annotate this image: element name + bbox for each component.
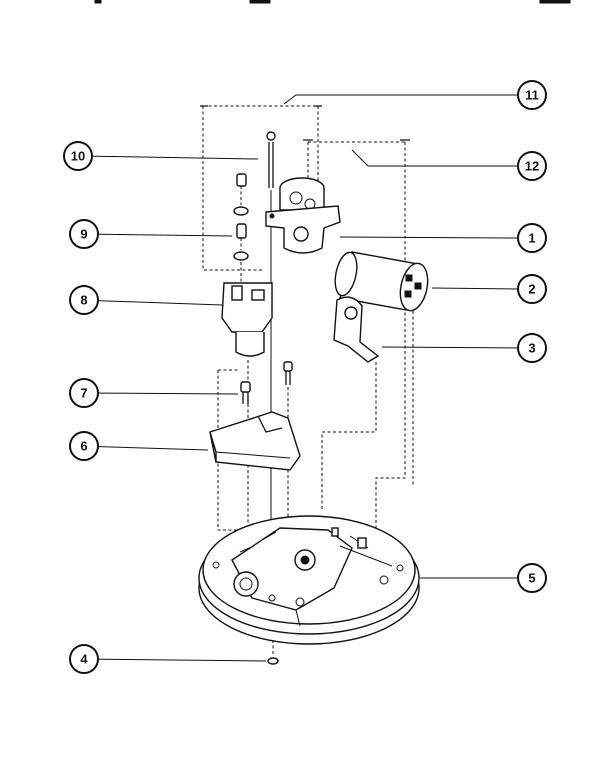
callout-label: 11 (525, 88, 539, 103)
callout-circle (69, 644, 99, 674)
callout-label: 5 (528, 571, 535, 586)
callout-12: 12 (517, 151, 547, 181)
callout-4: 4 (69, 644, 99, 674)
leader-lines (79, 94, 519, 662)
top-edge-marks (94, 0, 571, 4)
callout-circle (517, 563, 547, 593)
callout-circle (63, 141, 93, 171)
callout-circle (69, 378, 99, 408)
callout-label: 1 (528, 231, 535, 246)
callout-2: 2 (517, 274, 547, 304)
callout-label: 10 (71, 149, 85, 164)
callout-7: 7 (69, 378, 99, 408)
callout-circle (517, 333, 547, 363)
callout-9: 9 (69, 219, 99, 249)
callout-1: 1 (517, 223, 547, 253)
callout-circle (69, 285, 99, 315)
callout-label: 2 (528, 282, 535, 297)
cover-6 (209, 411, 301, 471)
callout-label: 3 (528, 341, 535, 356)
relay-switch-8 (221, 262, 273, 530)
callout-label: 4 (80, 652, 88, 667)
callout-circle (517, 223, 547, 253)
callout-8: 8 (69, 285, 99, 315)
motor-1 (265, 177, 341, 254)
callout-10: 10 (63, 141, 93, 171)
callout-circle (69, 219, 99, 249)
callout-label: 8 (80, 293, 87, 308)
callout-circle (517, 80, 547, 110)
callout-5: 5 (517, 563, 547, 593)
callout-6: 6 (69, 431, 99, 461)
screw-4 (267, 640, 279, 665)
callout-3: 3 (517, 333, 547, 363)
base-plate-5 (198, 515, 420, 645)
callout-circle (517, 274, 547, 304)
capacitor-2 (334, 251, 429, 312)
callout-label: 12 (525, 159, 539, 174)
callout-circle (69, 431, 99, 461)
screw-washer-stack-9 (233, 173, 249, 261)
callout-11: 11 (517, 80, 547, 110)
bracket-3 (321, 296, 380, 510)
callout-label: 7 (80, 386, 87, 401)
callout-label: 6 (80, 439, 87, 454)
callout-label: 9 (80, 227, 87, 242)
wire-harness-11 (200, 105, 322, 271)
callout-circle (517, 151, 547, 181)
